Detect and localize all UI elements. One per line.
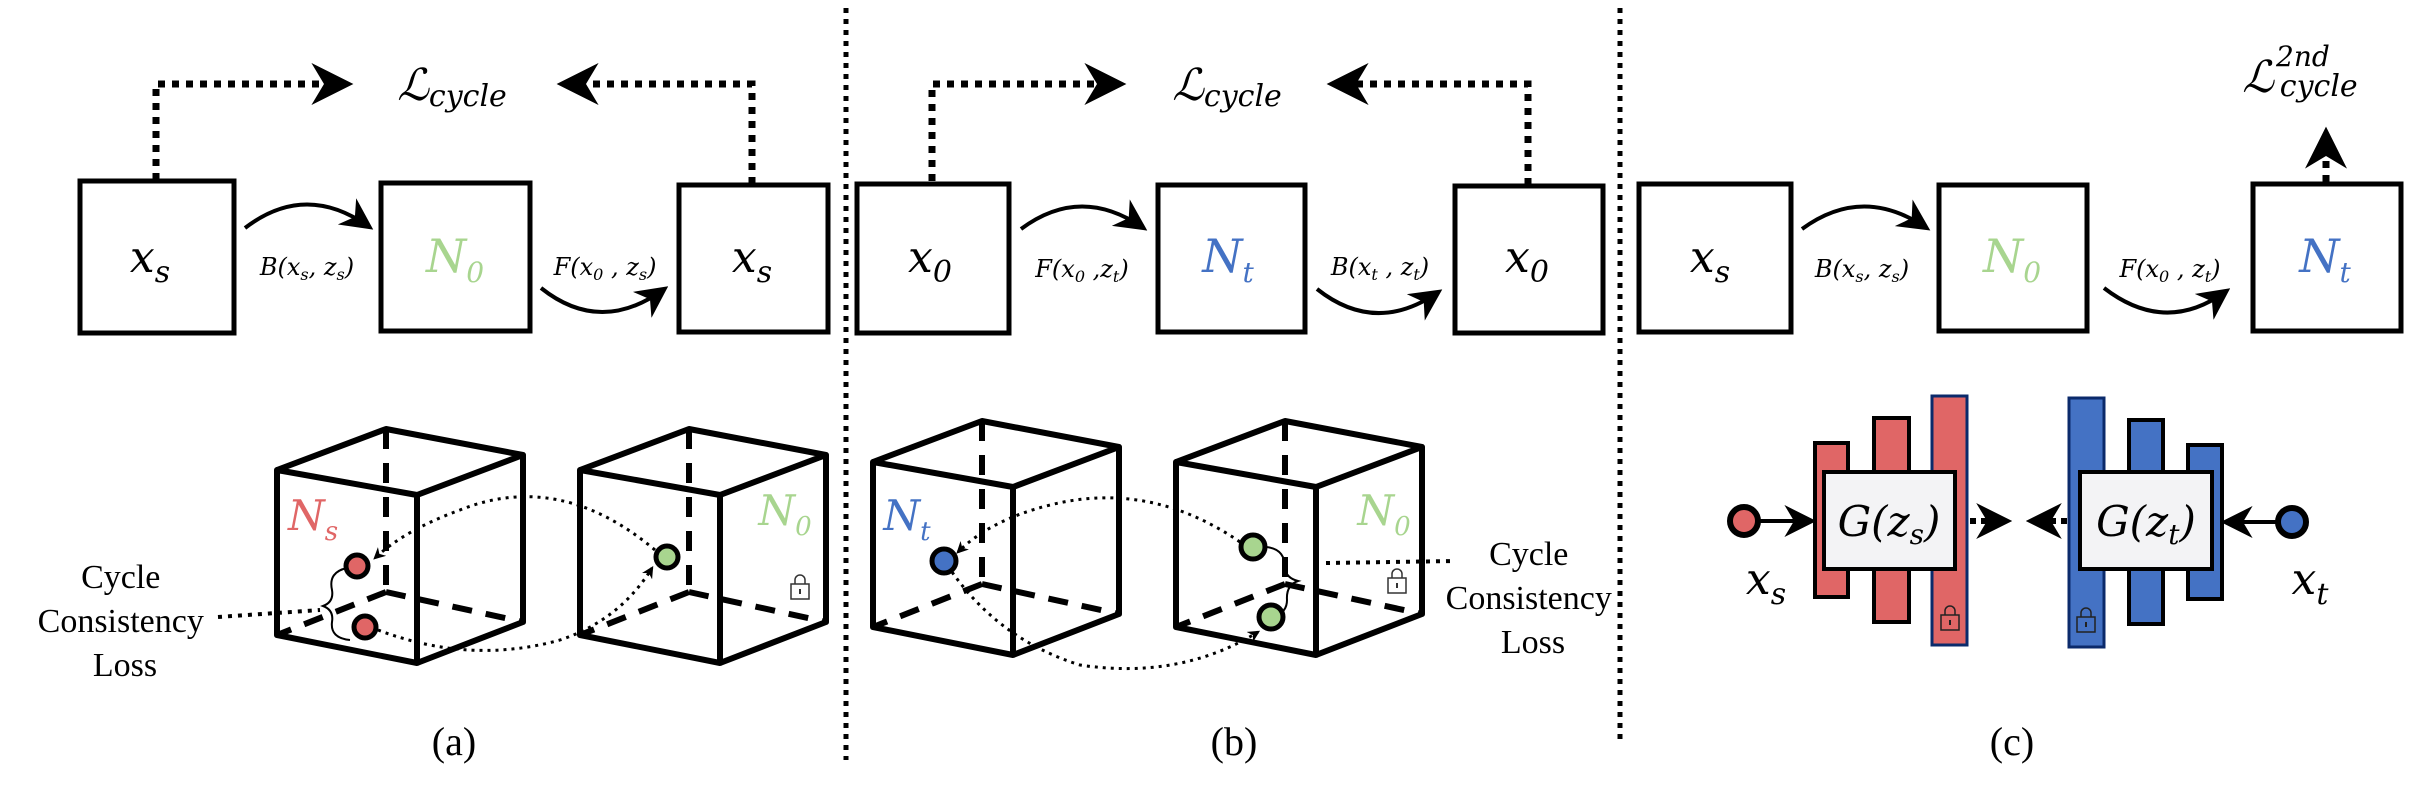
panel-b: ℒcycle x0 Nt x0 F(x0 ,zt) B(xt , zt) Nt … (854, 60, 1621, 764)
cycle-consistency-loss-label: Cycle Consistency Loss (1446, 536, 1621, 661)
mapping-curve-bottom (377, 565, 654, 652)
generator-box (2078, 470, 2214, 571)
cube-hidden-edge (981, 581, 1120, 617)
backward-fn-label: B(xs, zs) (259, 253, 354, 284)
caption-c: (c) (1990, 719, 2034, 764)
cube-top-face (871, 418, 1122, 490)
cube-hidden-edge (871, 581, 984, 630)
point-target (929, 546, 959, 576)
input-point-target (2275, 505, 2309, 539)
box-canonical-label: N0 (1982, 229, 2041, 289)
box-canonical (1936, 182, 2090, 334)
forward-arrow (2102, 286, 2231, 320)
box-reconstructed-label: x0 (1505, 232, 1549, 290)
generator-label: G(zs) (1838, 497, 1941, 551)
cube-target-label: Nt (882, 491, 931, 547)
generator-box (1822, 470, 1957, 571)
mapping-curve-top (373, 495, 656, 560)
cube-hidden-edge (1284, 581, 1423, 617)
forward-fn-label: F(x0 , zt) (2118, 255, 2220, 286)
box-reconstructed (676, 182, 831, 335)
caption-b: (b) (1211, 719, 1258, 764)
cycle-loss-label: ℒcycle (397, 60, 507, 114)
cube-top-face (275, 426, 526, 498)
forward-fn-label: F(x0 ,zt) (1034, 255, 1128, 286)
cube-front-face (577, 467, 723, 666)
cube-top-face (578, 426, 829, 498)
box-target-label: Nt (2298, 229, 2351, 289)
lock-icon (1940, 605, 1960, 631)
panel-a: ℒcycle xs N0 xs B(xs, zs) F(x0 , zs) Ns … (38, 60, 831, 764)
cube-hidden-edge (385, 589, 524, 625)
lock-icon (790, 574, 810, 600)
box-source (1636, 181, 1794, 335)
forward-arrow (539, 286, 669, 318)
cube-hidden-edge (1174, 581, 1287, 630)
generator-source: G(zs) (1813, 394, 1969, 647)
box-source-label: xs (130, 232, 170, 290)
loss-arrow-left (152, 63, 354, 180)
loss-arrow-right (1326, 63, 1532, 185)
loss-pointer (1325, 559, 1456, 565)
box-reconstructed (1452, 183, 1606, 336)
loss-arrow-left (928, 63, 1127, 181)
brace (320, 567, 351, 641)
point-canonical-1 (1238, 532, 1268, 562)
generator-label: G(zt) (2096, 497, 2196, 551)
cube-hidden-edge (578, 589, 691, 638)
lock-icon (2076, 607, 2096, 633)
backward-fn-label: B(xt , zt) (1330, 253, 1429, 284)
cube-target-space (870, 418, 1122, 658)
cycle-loss-label: ℒcycle (1172, 60, 1282, 114)
box-target-label: Nt (1201, 229, 1254, 289)
forward-arrow (1019, 199, 1148, 231)
box-target (2250, 181, 2404, 334)
backward-fn-label: B(xs, zs) (1814, 255, 1909, 286)
forward-fn-label: F(x0 , zs) (553, 253, 657, 284)
mapping-curve-bottom (950, 571, 1261, 671)
cube-top-face (1174, 418, 1425, 490)
box-reconstructed-label: xs (732, 232, 772, 290)
box-canonical (378, 180, 533, 334)
input-source-label: xs (1746, 554, 1786, 612)
point-canonical (653, 543, 681, 571)
box-canonical-label: x0 (908, 232, 952, 290)
box-canonical-label: N0 (425, 229, 484, 289)
cube-source-label: Ns (287, 491, 338, 547)
point-source-2 (351, 613, 379, 641)
loss-pointer (217, 608, 321, 619)
point-canonical-2 (1256, 602, 1286, 632)
backward-arrow (1800, 199, 1931, 231)
input-target-label: xt (2292, 554, 2330, 612)
cube-canonical-space (577, 426, 829, 666)
cube-source-space (274, 426, 526, 666)
cube-canonical-space (1173, 418, 1425, 658)
box-target (1155, 182, 1308, 335)
lock-icon (1387, 568, 1407, 594)
cube-canonical-label: N0 (757, 486, 811, 542)
point-source-1 (343, 552, 371, 580)
cube-canonical-label: N0 (1356, 486, 1410, 542)
caption-a: (a) (432, 719, 476, 764)
mapping-curve-top (956, 496, 1241, 554)
cube-hidden-edge (275, 589, 388, 638)
input-point-source (1727, 504, 1761, 538)
cycle-consistency-loss-label: Cycle Consistency Loss (38, 559, 213, 684)
backward-arrow (1315, 287, 1443, 321)
box-source (77, 178, 237, 336)
generator-target: G(zt) (2067, 396, 2224, 649)
backward-arrow (243, 198, 374, 230)
box-source-label: xs (1690, 232, 1730, 290)
cube-hidden-edge (688, 589, 827, 625)
loss-arrow-right (556, 63, 756, 184)
box-canonical (854, 181, 1012, 336)
brace (1264, 546, 1302, 617)
